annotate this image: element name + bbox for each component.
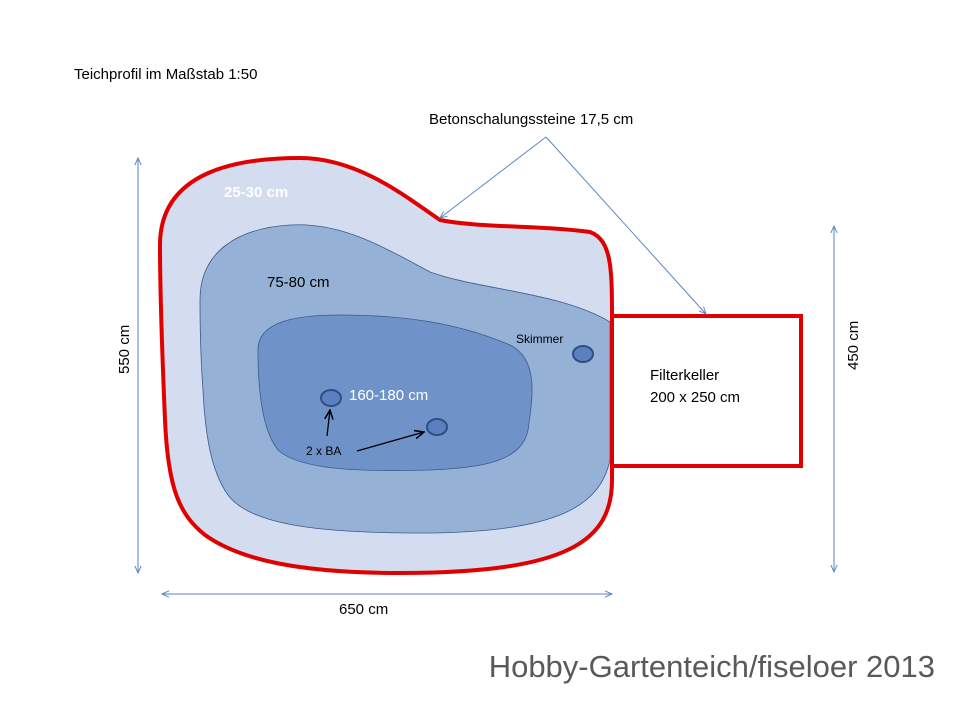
bottom-drain-1 [320,389,342,407]
wall-label: Betonschalungssteine 17,5 cm [429,111,633,128]
pond-outline [157,155,614,576]
bottom-drain-2 [426,418,448,436]
wall-arrow-right [545,136,706,314]
skimmer-label: Skimmer [516,332,563,346]
drains-label: 2 x BA [306,444,341,458]
deep-zone [257,314,533,471]
drain-arrow-1 [327,410,330,437]
skimmer-marker [572,345,594,363]
filter-label-line2: 200 x 250 cm [650,389,740,406]
zone-deep-label: 160-180 cm [349,387,428,404]
drain-arrow-2 [356,432,424,452]
zone-shallow-label: 25-30 cm [224,184,288,201]
height-550-label: 550 cm [116,325,133,374]
filter-label-line1: Filterkeller [650,367,719,384]
filter-cellar [610,314,803,468]
height-450-label: 450 cm [845,321,862,370]
diagram-title: Teichprofil im Maßstab 1:50 [74,66,257,83]
zone-middle-label: 75-80 cm [267,274,330,291]
wall-arrow-left [440,136,547,218]
width-650-label: 650 cm [339,601,388,618]
footer-credit: Hobby-Gartenteich/fiseloer 2013 [489,649,935,684]
